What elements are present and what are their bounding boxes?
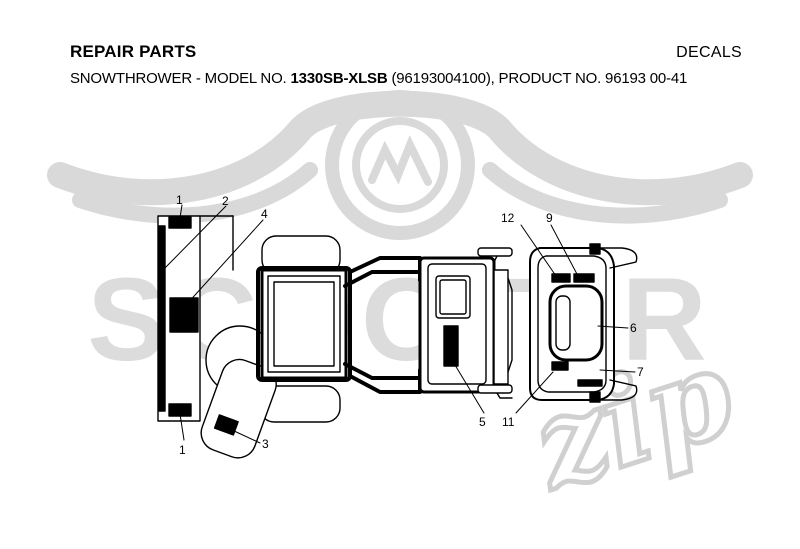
decal-1-top (168, 216, 192, 229)
decal-4 (169, 297, 199, 333)
section-title: REPAIR PARTS (70, 42, 197, 61)
decal-5 (443, 325, 459, 367)
decal-12 (551, 273, 571, 283)
decal-9 (573, 273, 595, 283)
frame (343, 256, 422, 394)
model-number: 1330SB-XLSB (290, 70, 388, 87)
callout-6: 6 (630, 321, 637, 335)
subtitle-suffix: (96193004100), PRODUCT NO. 96193 00-41 (391, 70, 688, 87)
callout-12: 12 (501, 211, 515, 225)
subtitle-prefix: SNOWTHROWER - MODEL NO. (70, 70, 287, 87)
category-title: DECALS (676, 44, 742, 61)
callout-1-bottom: 1 (179, 443, 186, 457)
auger-housing (529, 243, 638, 403)
callout-11: 11 (502, 415, 515, 429)
callout-1-top: 1 (176, 193, 183, 207)
decal-7 (577, 379, 603, 387)
callout-labels: 1 2 4 1 3 12 9 6 7 5 11 (176, 193, 644, 457)
decal-11 (551, 361, 569, 371)
callout-3: 3 (262, 437, 269, 451)
callout-7: 7 (637, 365, 644, 379)
rear-panel (157, 215, 234, 422)
callout-5: 5 (479, 415, 486, 429)
callout-2: 2 (222, 194, 229, 208)
leader-lines (162, 204, 636, 444)
callout-9: 9 (546, 211, 553, 225)
callout-4: 4 (261, 207, 268, 221)
control-housing (418, 247, 513, 399)
engine-body (256, 266, 352, 382)
model-subtitle: SNOWTHROWER - MODEL NO. 1330SB-XLSB (961… (70, 70, 687, 87)
discharge-chute (200, 358, 277, 459)
